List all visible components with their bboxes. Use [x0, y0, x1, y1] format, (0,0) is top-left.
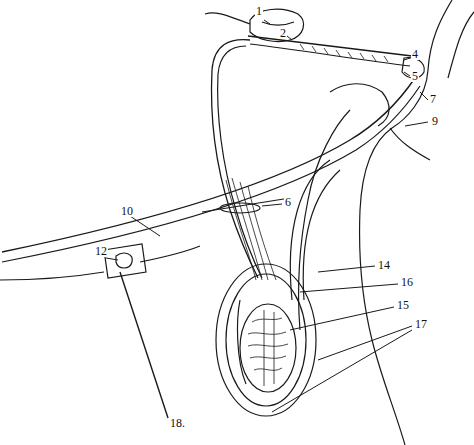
callout-number: 7 [429, 93, 437, 105]
callout-number: 10 [120, 205, 134, 217]
callout-number: 18. [169, 417, 186, 429]
callout-number: 4 [411, 48, 419, 60]
callout-number: 14 [377, 259, 391, 271]
callout-number: 2 [279, 27, 287, 39]
callout-number: 9 [431, 115, 439, 127]
callout-number: 12 [94, 245, 108, 257]
callout-number: 17 [414, 318, 428, 330]
callout-number: 6 [284, 196, 292, 208]
callout-number: 5 [411, 70, 419, 82]
callout-number: 15 [396, 299, 410, 311]
callout-number: 1 [255, 5, 263, 17]
callout-number: 16 [400, 276, 414, 288]
